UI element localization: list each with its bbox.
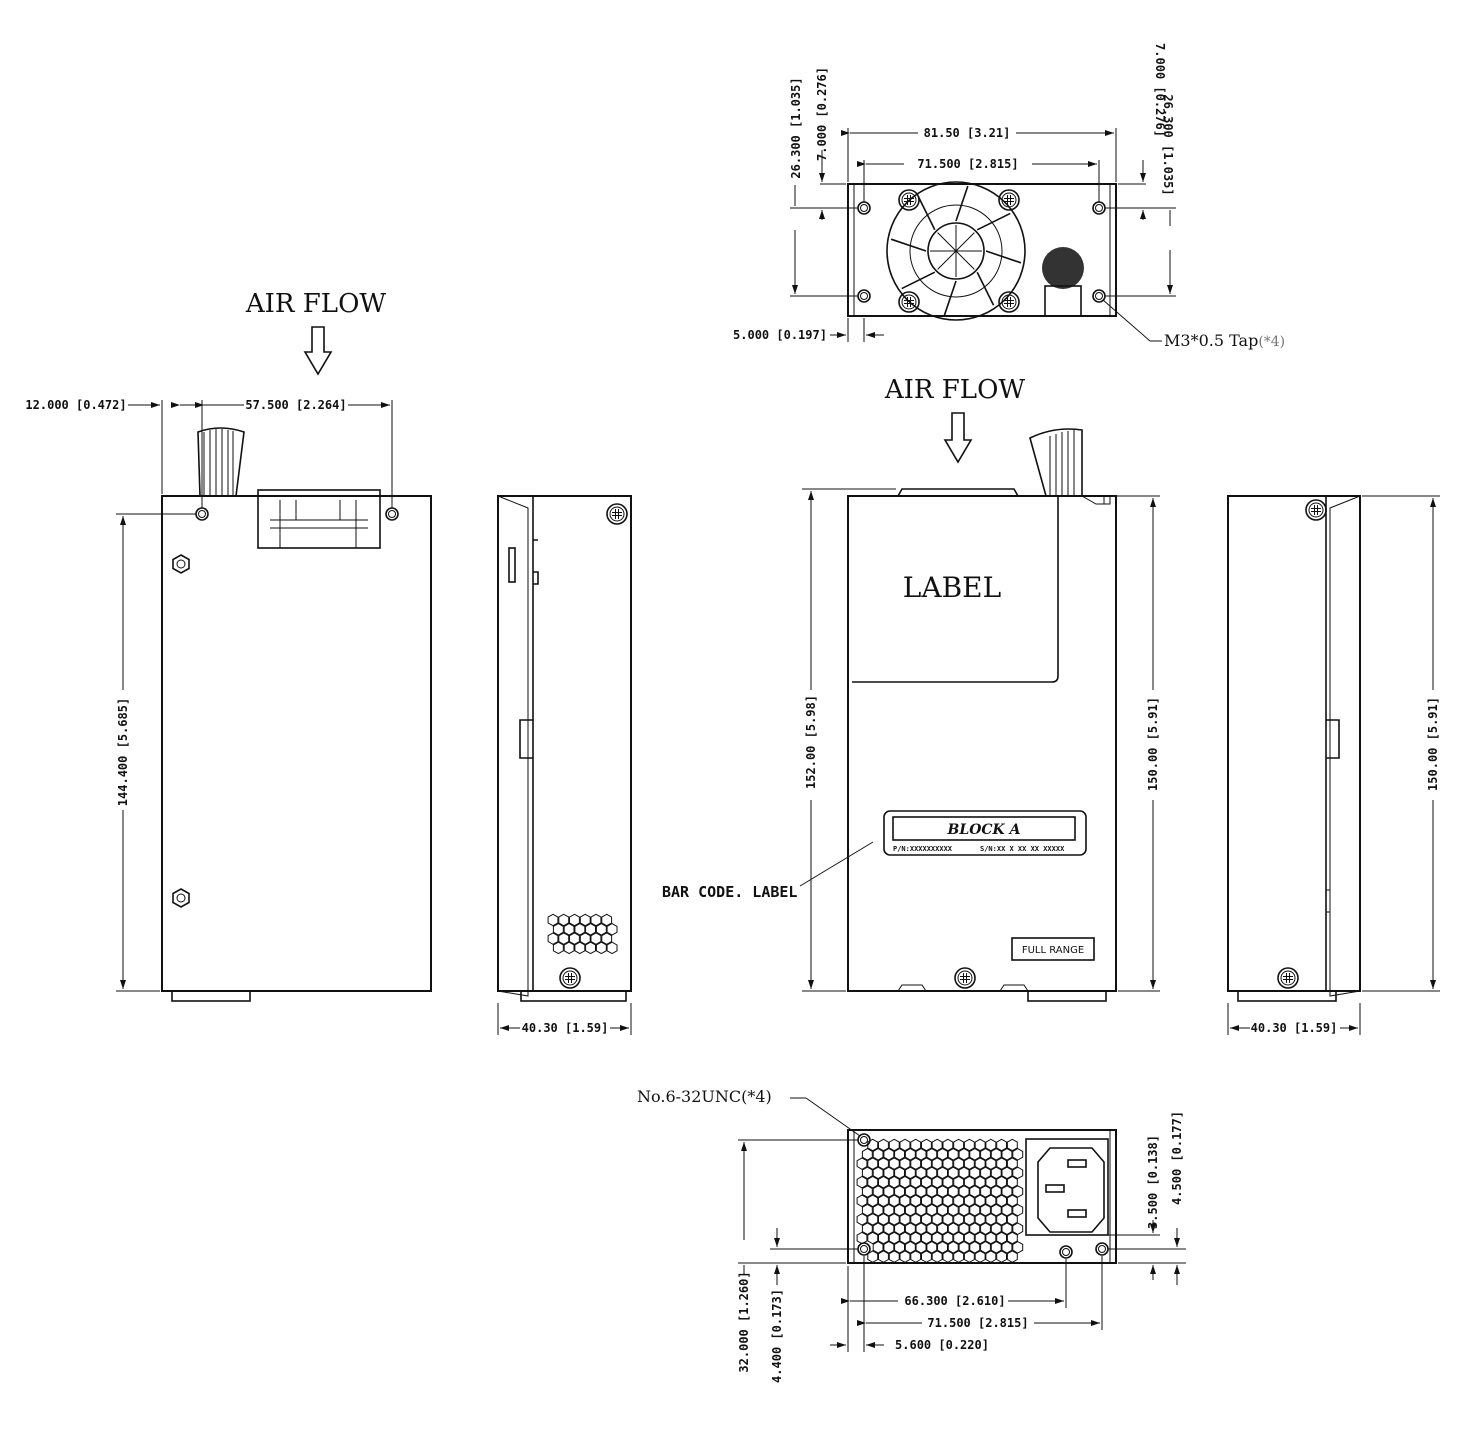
screw-icon xyxy=(1305,499,1327,521)
vent-grille-icon xyxy=(856,1138,1024,1263)
dim-top-right-height: 26.300 [1.035] xyxy=(1161,94,1175,195)
screw-icon xyxy=(998,291,1020,313)
cable-grommet-icon xyxy=(1042,247,1084,317)
dim-left-height: 144.400 [5.685] xyxy=(116,698,130,806)
dim-top-left-edge: 7.000 [0.276] xyxy=(815,67,829,161)
mount-hole-icon xyxy=(1095,1242,1109,1256)
dim-bot-right-2: 4.500 [0.177] xyxy=(1170,1111,1184,1205)
vent-grille-icon xyxy=(547,913,618,955)
dim-top-right-edge: 7.000 [0.276] xyxy=(1153,43,1167,137)
mount-hole-icon xyxy=(195,507,209,521)
side-view-1: 40.30 [1.59] xyxy=(497,495,632,1035)
cable-bundle-icon xyxy=(1029,428,1083,497)
m3-tap-note: M3*0.5 Tap(*4) xyxy=(1164,331,1285,350)
side-view-2: 150.00 [5.91] 40.30 [1.59] xyxy=(1227,495,1440,1035)
screw-icon xyxy=(1277,967,1299,989)
dim-left-edge: 12.000 [0.472] xyxy=(25,398,126,412)
label-text: LABEL xyxy=(903,571,1001,604)
airflow-arrow-icon xyxy=(303,326,333,376)
dim-top-width-outer: 81.50 [3.21] xyxy=(924,126,1011,140)
hex-nut-icon xyxy=(172,888,190,908)
top-view: 81.50 [3.21] 71.500 [2.815] 26.300 [1.03… xyxy=(733,43,1285,350)
pn-text: P/N:XXXXXXXXXX xyxy=(893,845,953,853)
dim-right-height: 150.00 [5.91] xyxy=(1426,697,1440,791)
dim-bot-small: 4.400 [0.173] xyxy=(770,1289,784,1383)
mount-hole-icon xyxy=(857,201,871,215)
ac-inlet-icon xyxy=(1025,1138,1109,1236)
dim-top-hole-span: 71.500 [2.815] xyxy=(917,157,1018,171)
unc-note: No.6-32UNC(*4) xyxy=(637,1087,772,1106)
mount-hole-icon xyxy=(857,1242,871,1256)
block-text: BLOCK A xyxy=(947,822,1021,838)
mount-hole-icon xyxy=(1092,201,1106,215)
dim-side-width-1: 40.30 [1.59] xyxy=(522,1021,609,1035)
mount-hole-icon xyxy=(385,507,399,521)
dim-front-height-outer: 152.00 [5.98] xyxy=(804,695,818,789)
screw-icon xyxy=(559,967,581,989)
dim-bot-span-2: 71.500 [2.815] xyxy=(927,1316,1028,1330)
dim-bot-span-1: 66.300 [2.610] xyxy=(904,1294,1005,1308)
screw-icon xyxy=(954,967,976,989)
cable-bundle-icon xyxy=(197,427,245,497)
airflow-arrow-icon xyxy=(943,412,973,464)
full-range-text: FULL RANGE xyxy=(1022,945,1084,956)
full-range-badge xyxy=(1011,937,1095,961)
label-area xyxy=(848,495,1059,683)
front-view: AIR FLOW LABEL BLOCK A P/N:XXXXXXXXXX S/… xyxy=(662,375,1160,1002)
airflow-label: AIR FLOW xyxy=(245,289,387,319)
dim-left-span: 57.500 [2.264] xyxy=(245,398,346,412)
barcode-label xyxy=(883,810,1087,856)
dim-bot-height: 32.000 [1.260] xyxy=(737,1271,751,1372)
bottom-view: No.6-32UNC(*4) 32.000 [1.260] 4.400 [0.1… xyxy=(637,1087,1186,1383)
dim-front-height-inner: 150.00 [5.91] xyxy=(1146,697,1160,791)
screw-icon xyxy=(998,189,1020,211)
dim-bot-offset: 5.600 [0.220] xyxy=(895,1338,989,1352)
dim-bot-right-1: 3.500 [0.138] xyxy=(1146,1135,1160,1229)
fan-icon xyxy=(886,181,1026,321)
barcode-note: BAR CODE. LABEL xyxy=(662,883,797,901)
dim-top-bottom-offset: 5.000 [0.197] xyxy=(733,328,827,342)
hex-nut-icon xyxy=(172,554,190,574)
dim-side-width-2: 40.30 [1.59] xyxy=(1251,1021,1338,1035)
mount-hole-icon xyxy=(1059,1245,1073,1259)
airflow-label: AIR FLOW xyxy=(884,375,1026,405)
screw-icon xyxy=(606,503,628,525)
dim-top-left-height: 26.300 [1.035] xyxy=(789,77,803,178)
mount-hole-icon xyxy=(857,289,871,303)
sn-text: S/N:XX X XX XX XXXXX xyxy=(980,845,1065,853)
left-view: AIR FLOW 12.000 [0.472] 57.500 [2 xyxy=(25,289,432,1002)
